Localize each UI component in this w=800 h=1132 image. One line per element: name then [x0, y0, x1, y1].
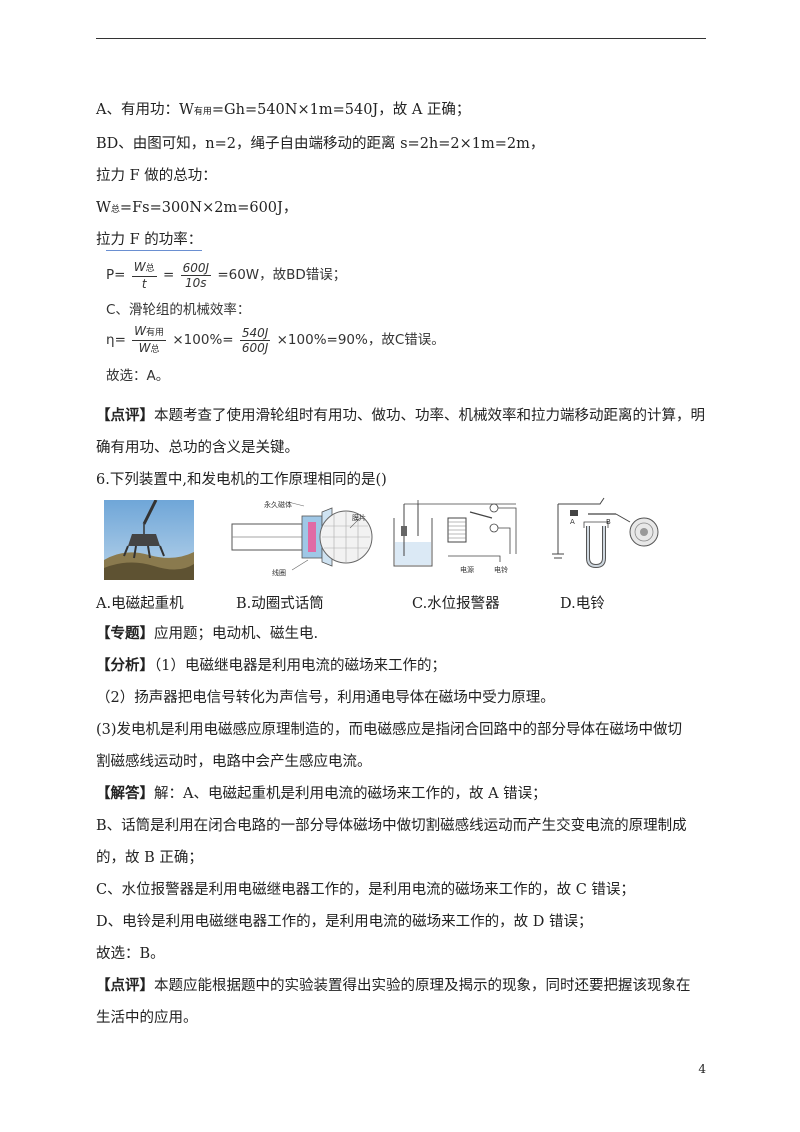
svg-text:A: A — [570, 518, 575, 526]
answer-l3: 的，故 B 正确； — [96, 850, 203, 866]
water-alarm-diagram: 电源 电铃 — [393, 500, 517, 574]
formula-underline — [106, 250, 202, 251]
line-a: A、有用功：W有用=Gh=540N×1m=540J，故 A 正确； — [96, 102, 471, 118]
analysis-l2: （2）扬声器把电信号转化为声信号，利用通电导体在磁场中受力原理。 — [96, 690, 555, 706]
question-6: 6.下列装置中,和发电机的工作原理相同的是() — [96, 472, 387, 488]
answer-l2: B、话筒是利用在闭合电路的一部分导体磁场中做切割磁感线运动而产生交变电流的原理制… — [96, 818, 687, 834]
answer-l4: C、水位报警器是利用电磁继电器工作的，是利用电流的磁场来工作的，故 C 错误； — [96, 882, 635, 898]
power-label: 拉力 F 的功率： — [96, 232, 203, 248]
topic: 【专题】应用题；电动机、磁生电. — [96, 625, 319, 642]
answer-l6: 故选：B。 — [96, 946, 165, 962]
line-c: C、滑轮组的机械效率： — [106, 302, 251, 318]
label-bell: 电铃 — [494, 565, 508, 574]
label-coil: 线圈 — [272, 568, 286, 577]
crane-photo — [104, 500, 194, 580]
choose-1: 故选：A。 — [106, 368, 170, 384]
analysis-l3: (3)发电机是利用电磁感应原理制造的，而电磁感应是指闭合回路中的部分导体在磁场中… — [96, 722, 683, 738]
microphone-diagram: 永久磁体 线圈 膜片 — [231, 500, 373, 577]
review-1-l1: 【点评】本题考查了使用滑轮组时有用功、做功、功率、机械效率和拉力端移动距离的计算… — [96, 407, 705, 424]
total-work-formula: W总=Fs=300N×2m=600J， — [96, 200, 298, 216]
electric-bell-diagram: A B — [552, 497, 659, 569]
answer-l1: 【解答】解：A、电磁起重机是利用电流的磁场来工作的，故 A 错误； — [96, 785, 547, 802]
total-work-label: 拉力 F 做的总功： — [96, 168, 217, 184]
label-power-source: 电源 — [460, 565, 474, 574]
analysis-l1: 【分析】（1）电磁继电器是利用电流的磁场来工作的； — [96, 657, 446, 674]
label-permanent-magnet: 永久磁体 — [264, 500, 292, 509]
review-2-l2: 生活中的应用。 — [96, 1010, 198, 1026]
analysis-l4: 割磁感线运动时，电路中会产生感应电流。 — [96, 754, 372, 770]
option-d: D.电铃 — [560, 596, 605, 612]
line-bd: BD、由图可知，n=2，绳子自由端移动的距离 s=2h=2×1m=2m， — [96, 136, 545, 152]
label-diaphragm: 膜片 — [352, 513, 366, 522]
answer-l5: D、电铃是利用电磁继电器工作的，是利用电流的磁场来工作的，故 D 错误； — [96, 914, 593, 930]
svg-text:B: B — [606, 518, 611, 526]
option-a: A.电磁起重机 — [96, 596, 184, 612]
review-2-l1: 【点评】本题应能根据题中的实验装置得出实验的原理及揭示的现象，同时还要把握该现象… — [96, 977, 691, 994]
page-number: 4 — [698, 1062, 706, 1076]
option-b: B.动圈式话筒 — [236, 596, 324, 612]
option-c: C.水位报警器 — [412, 596, 500, 612]
header-rule — [96, 38, 706, 39]
review-1-l2: 确有用功、总功的含义是关键。 — [96, 440, 299, 456]
